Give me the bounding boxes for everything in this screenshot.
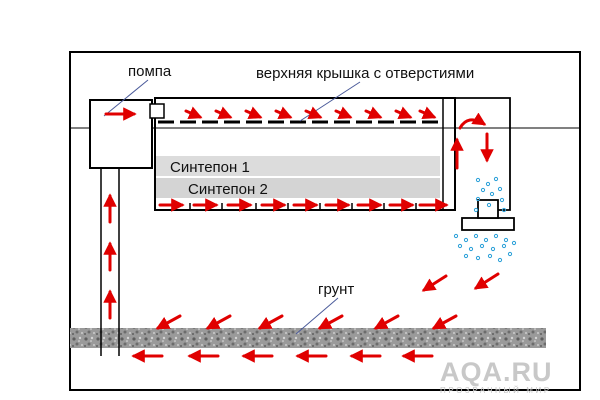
- flow-arrow: [458, 112, 487, 130]
- flow-arrow: [317, 314, 344, 330]
- flow-arrow: [373, 314, 400, 330]
- flow-arrow: [421, 274, 448, 292]
- pump-label: помпа: [128, 63, 172, 80]
- flow-arrow: [184, 106, 203, 119]
- sintepon-2-label: Синтепон 2: [188, 181, 268, 198]
- air-bubbles: [453, 176, 517, 263]
- gravel-leader-line: [295, 297, 339, 335]
- flow-arrow: [473, 272, 500, 290]
- flow-arrow: [205, 314, 232, 330]
- flow-arrow: [418, 106, 437, 119]
- outlet-stem: [477, 199, 499, 219]
- aquarium-outline: [69, 51, 581, 391]
- flow-arrow: [214, 106, 233, 119]
- flow-arrow: [334, 106, 353, 119]
- flow-arrow: [155, 314, 182, 330]
- watermark-brand: AQA.RU: [440, 357, 553, 387]
- flow-arrow: [257, 314, 284, 330]
- gravel-label: грунт: [318, 281, 354, 298]
- pump-leader-line: [103, 79, 149, 117]
- pump-outlet: [149, 103, 165, 119]
- top-cover-label: верхняя крышка с отверстиями: [256, 65, 474, 82]
- flow-arrow: [274, 106, 293, 119]
- outlet-channel: [443, 97, 511, 211]
- gravel-layer: [70, 328, 546, 348]
- pump-body: [89, 99, 153, 169]
- sintepon-layer-1: [156, 156, 440, 176]
- sintepon-layer-2: [156, 178, 440, 198]
- flow-arrow: [304, 106, 323, 119]
- flow-arrow: [431, 314, 458, 330]
- flow-arrow: [244, 106, 263, 119]
- flow-arrows: [103, 106, 500, 363]
- top-cover-leader-line: [299, 81, 361, 122]
- sintepon-1-label: Синтепон 1: [170, 159, 250, 176]
- flow-arrow: [364, 106, 383, 119]
- flow-arrow: [394, 106, 413, 119]
- watermark-tagline: ПРОЗРАЧНЫЙ МИР: [440, 386, 552, 395]
- outlet-nozzle: [461, 217, 515, 231]
